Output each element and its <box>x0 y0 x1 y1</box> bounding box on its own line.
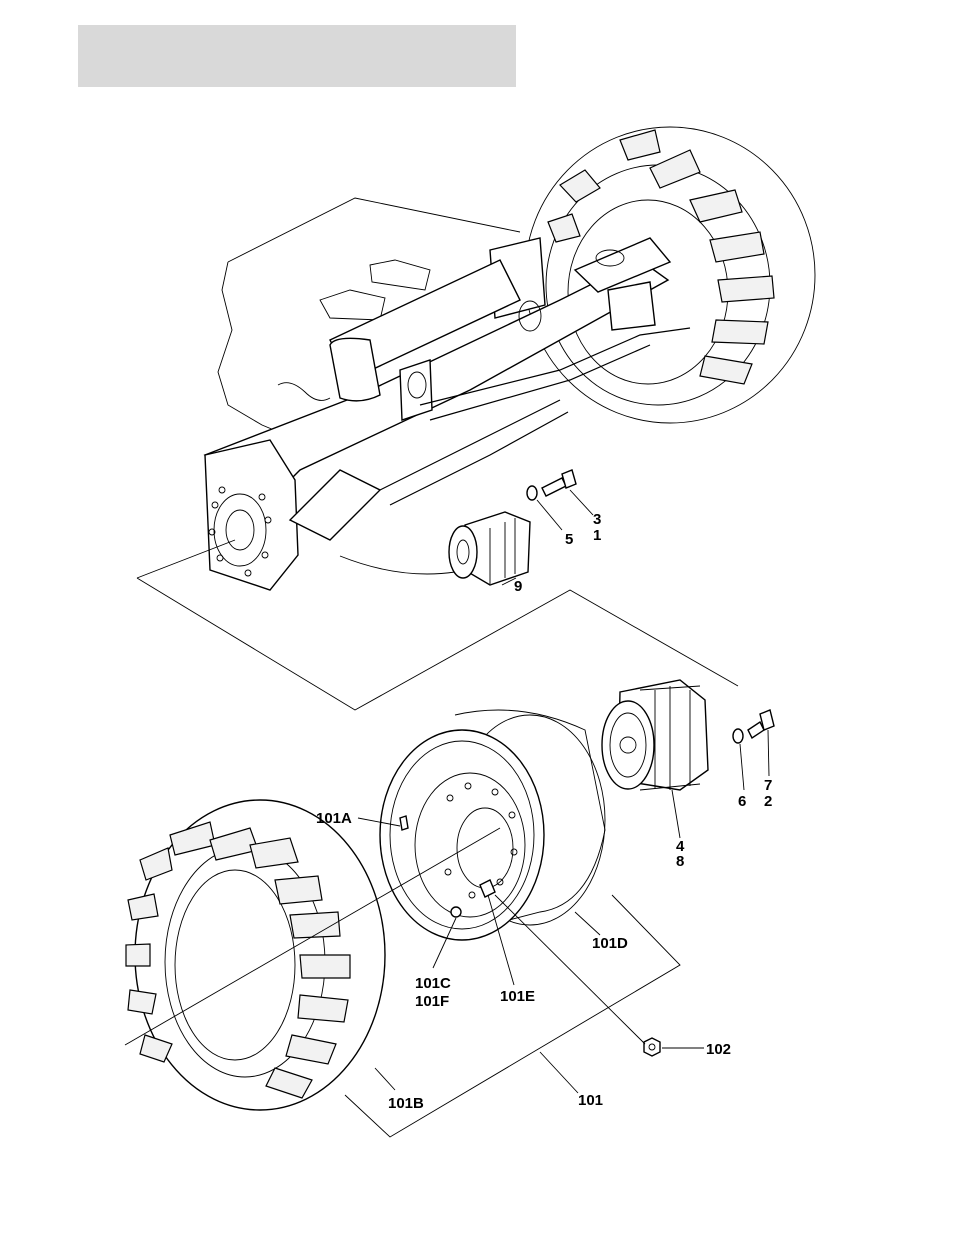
callout-7: 7 <box>764 777 772 794</box>
leader-6 <box>740 744 744 790</box>
tire-101B <box>126 800 385 1110</box>
hub-carrier-left <box>205 440 298 590</box>
callout-101F: 101F <box>415 993 449 1010</box>
callout-102: 102 <box>706 1041 731 1058</box>
leader-4 <box>672 790 680 838</box>
callout-101: 101 <box>578 1092 603 1109</box>
callout-9: 9 <box>514 578 522 595</box>
callout-8: 8 <box>676 853 684 870</box>
callout-2: 2 <box>764 793 772 810</box>
leader-9 <box>340 556 455 574</box>
leader-7 <box>768 730 769 776</box>
wheel-rim-101 <box>380 710 605 940</box>
bolt-3 <box>542 470 576 496</box>
callout-101D: 101D <box>592 935 628 952</box>
leader-101B <box>375 1068 395 1090</box>
drive-motor-9 <box>449 512 530 585</box>
wheel-hub-4 <box>602 680 708 790</box>
callout-101B: 101B <box>388 1095 424 1112</box>
leader-3 <box>570 490 593 515</box>
callout-101A: 101A <box>316 810 352 827</box>
lug-nut-102 <box>644 1038 660 1056</box>
bolt-7 <box>748 710 774 738</box>
callout-101C: 101C <box>415 975 451 992</box>
callout-3: 3 <box>593 511 601 528</box>
rear-tire-upper <box>525 127 815 423</box>
callout-6: 6 <box>738 793 746 810</box>
washer-5 <box>527 486 537 500</box>
callout-5: 5 <box>565 531 573 548</box>
callout-1: 1 <box>593 527 601 544</box>
callout-101E: 101E <box>500 988 535 1005</box>
leader-101D <box>575 912 600 935</box>
leader-5 <box>537 500 562 530</box>
washer-6 <box>733 729 743 743</box>
leader-101 <box>540 1052 578 1093</box>
leader-102-axis <box>495 895 645 1044</box>
